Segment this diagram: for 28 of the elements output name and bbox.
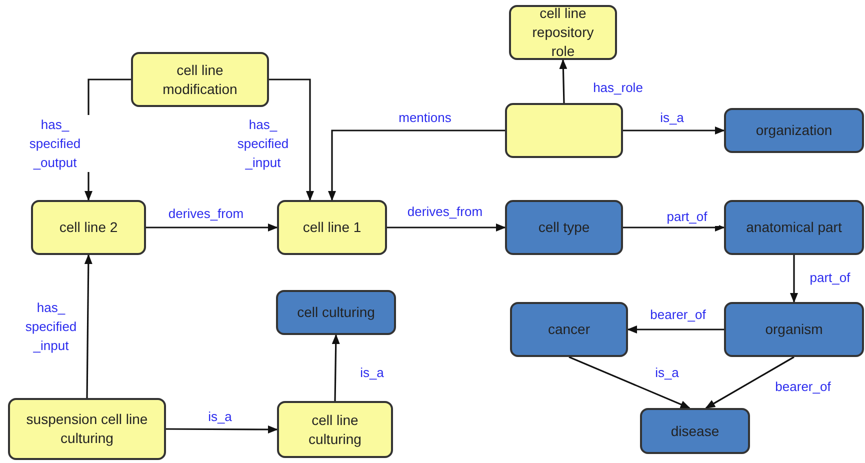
class-box: cell line culturing xyxy=(277,401,393,458)
arrow xyxy=(269,78,314,201)
term-box: cell culturing xyxy=(276,290,396,335)
arrow xyxy=(328,130,505,201)
class-box: cell line repository role xyxy=(509,5,617,60)
arrow xyxy=(84,254,92,398)
term-box: cancer xyxy=(510,302,628,357)
arrow xyxy=(146,224,278,232)
arrow xyxy=(705,356,794,409)
class-box: cell line 2 xyxy=(31,200,146,255)
class-box xyxy=(505,103,623,158)
class-box: suspension cell line culturing xyxy=(8,398,166,460)
term-box: anatomical part xyxy=(724,200,864,255)
arrow xyxy=(166,425,278,434)
class-box: cell line 1 xyxy=(277,200,387,255)
term-box: organization xyxy=(724,108,864,153)
arrow xyxy=(332,334,340,402)
term-box: organism xyxy=(724,302,864,357)
term-box: disease xyxy=(640,408,750,454)
arrow xyxy=(627,326,724,334)
arrow xyxy=(790,255,798,303)
arrow xyxy=(559,59,568,104)
class-box: cell line modification xyxy=(131,52,269,107)
arrow xyxy=(623,224,725,232)
arrow xyxy=(568,356,690,409)
arrow xyxy=(623,126,725,134)
arrow xyxy=(387,224,506,232)
term-box: cell type xyxy=(505,200,623,255)
